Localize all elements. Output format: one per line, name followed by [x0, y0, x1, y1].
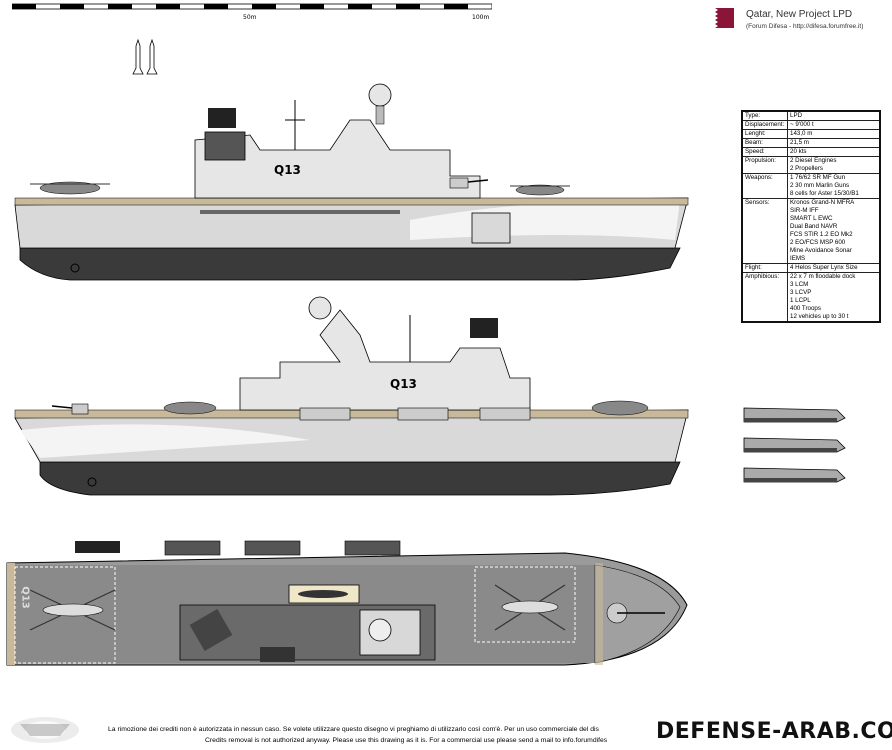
hull-number-deck: Q13 [19, 586, 31, 609]
ship-profile-port [14, 83, 689, 281]
spec-key: Lenght: [741, 129, 788, 139]
scale-100m-label: 100m [472, 14, 490, 21]
spec-value: 4 Helos Super Lynx Size [787, 263, 881, 273]
forum-logo [11, 717, 79, 743]
spec-row: Lenght:143,0 m [741, 129, 881, 139]
drawing-title: Qatar, New Project LPD [746, 9, 853, 20]
spec-row: Sensors:Kronos Grand-N MFRA SIR-M IFF SM… [741, 198, 881, 264]
spec-row: Propulsion:2 Diesel Engines 2 Propellers [741, 156, 881, 174]
scale-50m-label: 50m [243, 14, 257, 21]
spec-value: ~ 9'000 t [787, 120, 881, 130]
spec-key: Sensors: [741, 198, 788, 264]
ship-deck-view [6, 540, 688, 666]
spec-row: Beam:21,5 m [741, 138, 881, 148]
missile-icon [132, 38, 158, 75]
spec-row: Weapons:1 76/62 SR MF Gun 2 30 mm Marlin… [741, 173, 881, 199]
spec-value: 20 kts [787, 147, 881, 157]
spec-value: 1 76/62 SR MF Gun 2 30 mm Marlin Guns 8 … [787, 173, 881, 199]
spec-row: Type:LPD [741, 110, 881, 121]
spec-value: 2 Diesel Engines 2 Propellers [787, 156, 881, 174]
spec-key: Type: [741, 110, 788, 121]
watermark-brand: DEFENSE-ARAB.COM [656, 719, 892, 744]
spec-value: 22 x 7 m floodable dock 3 LCM 3 LCVP 1 L… [787, 272, 881, 323]
ship-profile-starboard [14, 296, 689, 496]
spec-key: Amphibious: [741, 272, 788, 323]
credits-italian: La rimozione dei crediti non è autorizza… [108, 726, 599, 733]
spec-key: Speed: [741, 147, 788, 157]
spec-row: Speed:20 kts [741, 147, 881, 157]
spec-row: Flight:4 Helos Super Lynx Size [741, 263, 881, 273]
spec-row: Amphibious:22 x 7 m floodable dock 3 LCM… [741, 272, 881, 323]
landing-craft-profiles [743, 407, 846, 483]
spec-key: Beam: [741, 138, 788, 148]
hull-number-starboard: Q13 [390, 377, 417, 391]
spec-value: 143,0 m [787, 129, 881, 139]
hull-number-port: Q13 [274, 163, 301, 177]
spec-key: Propulsion: [741, 156, 788, 174]
spec-value: 21,5 m [787, 138, 881, 148]
scale-bar [12, 3, 492, 10]
spec-key: Weapons: [741, 173, 788, 199]
spec-key: Displacement: [741, 120, 788, 130]
spec-value: Kronos Grand-N MFRA SIR-M IFF SMART L EW… [787, 198, 881, 264]
credits-english: Credits removal is not authorized anyway… [205, 737, 608, 744]
drawing-subtitle: (Forum Difesa - http://difesa.forumfree.… [746, 23, 864, 30]
qatar-flag-icon [706, 8, 734, 28]
spec-key: Flight: [741, 263, 788, 273]
spec-value: LPD [787, 110, 881, 121]
spec-row: Displacement:~ 9'000 t [741, 120, 881, 130]
